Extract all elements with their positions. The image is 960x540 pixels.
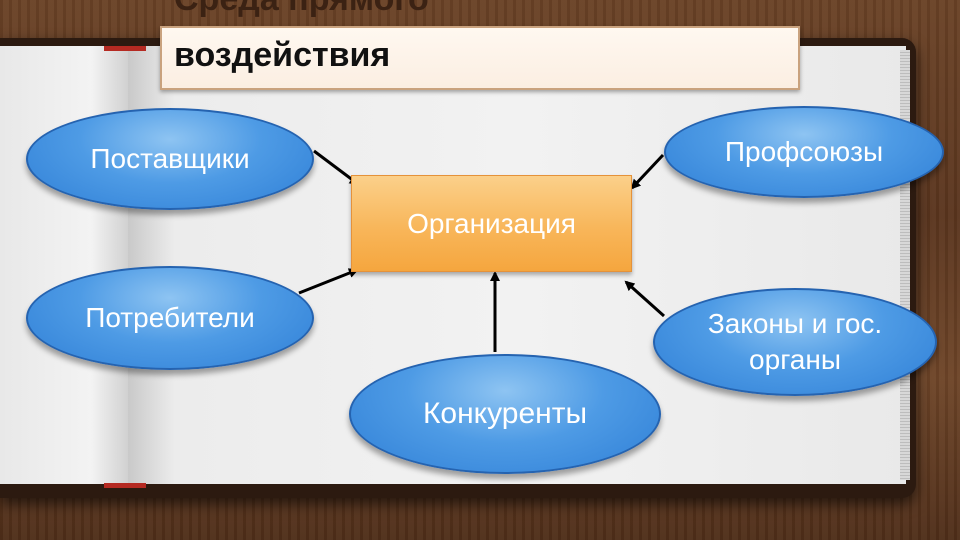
node-consumers-label: Потребители [85,302,255,333]
organization-label: Организация [407,207,576,239]
node-competitors: Конкуренты [349,354,661,474]
node-laws: Законы и гос. органы [653,288,937,396]
arrow-laws [624,280,666,318]
node-suppliers: Поставщики [26,108,314,210]
title-box [160,26,800,90]
title-line-2: воздействия [174,36,391,74]
arrow-consumers [298,268,359,295]
arrow-suppliers [313,149,360,186]
organization-box: Организация [351,175,632,272]
node-competitors-label: Конкуренты [422,397,588,430]
bookmark-ribbon-bottom [104,483,146,488]
arrow-unions [630,153,665,190]
node-suppliers-label: Поставщики [90,143,250,174]
node-unions-label: Профсоюзы [724,136,884,167]
bookmark-ribbon-top [104,46,146,51]
book-page-edge [900,50,910,480]
node-laws-label: Законы и гос. органы [707,308,883,375]
node-consumers: Потребители [26,266,314,370]
node-unions: Профсоюзы [664,106,944,198]
title-line-1: Среда прямого [174,0,429,16]
